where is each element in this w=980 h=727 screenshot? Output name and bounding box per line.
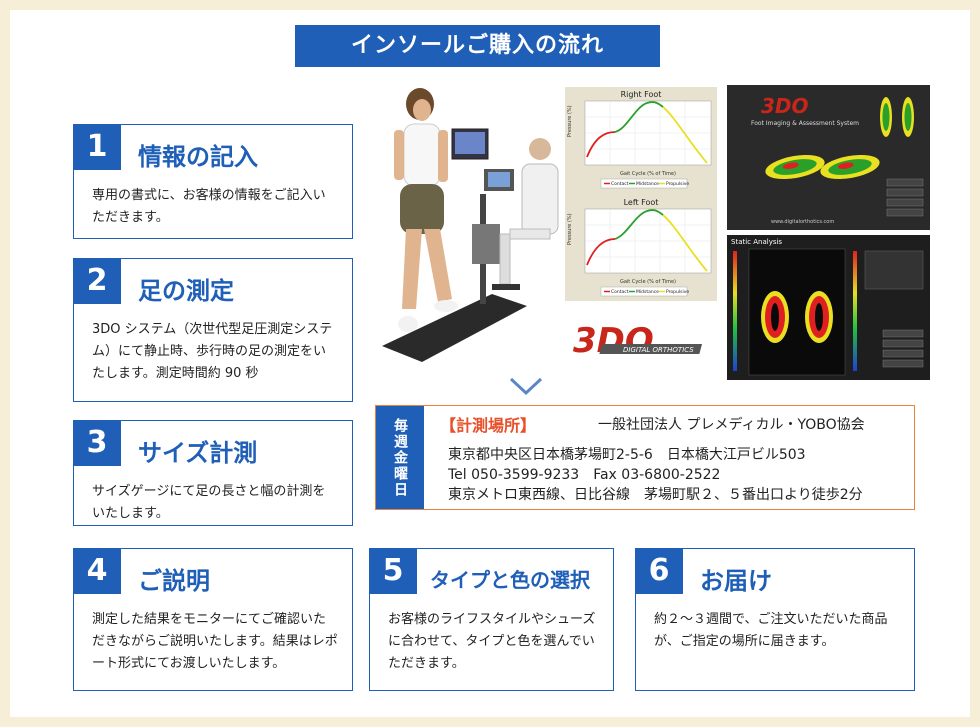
static-analysis-title: Static Analysis	[731, 238, 782, 246]
left-chart-xlabel: Gait Cycle (% of Time)	[620, 279, 676, 285]
step-4-title: ご説明	[138, 567, 210, 595]
static-analysis-screen: Static Analysis	[727, 235, 930, 380]
step-1-description: 専用の書式に、お客様の情報をご記入いただきます。	[92, 188, 326, 225]
right-legend-contact: Contact	[611, 181, 629, 187]
step-1-title: 情報の記入	[138, 143, 258, 171]
left-legend-propulsive: Propulsive	[666, 289, 689, 295]
step-4-description: 測定した結果をモニターにてご確認いただきながらご説明いたします。結果はレポート形…	[92, 612, 338, 671]
left-chart-title: Left Foot	[624, 198, 659, 207]
step-2-description: 3DO システム（次世代型足圧測定システム）にて静止時、歩行時の足の測定をいたし…	[92, 322, 333, 381]
step-1-card: 1 情報の記入 専用の書式に、お客様の情報をご記入いただきます。	[73, 124, 353, 239]
step-6-number: 6	[635, 548, 683, 594]
step-4-card: 4 ご説明 測定した結果をモニターにてご確認いただきながらご説明いたします。結果…	[73, 548, 353, 691]
chevron-down-icon	[509, 377, 543, 396]
venue-address: 東京都中央区日本橋茅場町2-5-6 日本橋大江戸ビル503	[448, 447, 806, 463]
screen-subtitle: Foot Imaging & Assessment System	[751, 120, 859, 127]
screen-logo-text: 3DO	[761, 94, 809, 118]
right-chart-ylabel: Pressure (%)	[567, 105, 573, 137]
screen-url: www.digitalorthotics.com	[771, 219, 834, 225]
left-legend-midstance: Midstance	[636, 289, 659, 295]
right-legend-midstance: Midstance	[636, 181, 659, 187]
right-legend-propulsive: Propulsive	[666, 181, 689, 187]
measurement-photo	[372, 84, 562, 370]
step-5-card: 5 タイプと色の選択 お客様のライフスタイルやシューズに合わせて、タイプと色を選…	[369, 548, 614, 691]
step-3-number: 3	[73, 420, 121, 466]
step-3-description: サイズゲージにて足の長さと幅の計測をいたします。	[92, 484, 326, 521]
right-chart-title: Right Foot	[621, 90, 662, 99]
venue-schedule-tag: 毎週金曜日	[376, 406, 424, 509]
step-1-number: 1	[73, 124, 121, 170]
step-6-title: お届け	[700, 567, 772, 595]
logo-text: 3DO	[573, 321, 654, 361]
right-chart-xlabel: Gait Cycle (% of Time)	[620, 171, 676, 177]
left-legend-contact: Contact	[611, 289, 629, 295]
step-5-title: タイプと色の選択	[430, 568, 590, 592]
step-2-card: 2 足の測定 3DO システム（次世代型足圧測定システム）にて静止時、歩行時の足…	[73, 258, 353, 402]
step-5-number: 5	[369, 548, 417, 594]
step-6-card: 6 お届け 約２～３週間で、ご注文いただいた商品が、ご指定の場所に届きます。	[635, 548, 915, 691]
venue-access: 東京メトロ東西線、日比谷線 茅場町駅２、５番出口より徒歩2分	[448, 487, 863, 503]
venue-info-box: 毎週金曜日 【計測場所】 一般社団法人 プレメディカル・YOBO協会 東京都中央…	[375, 405, 915, 510]
left-chart-ylabel: Pressure (%)	[567, 213, 573, 245]
page-title: インソールご購入の流れ	[295, 25, 660, 67]
venue-organization: 一般社団法人 プレメディカル・YOBO協会	[598, 417, 865, 433]
venue-heading: 【計測場所】	[440, 416, 537, 435]
venue-contact: Tel 050-3599-9233 Fax 03-6800-2522	[448, 467, 721, 483]
step-4-number: 4	[73, 548, 121, 594]
right-foot-chart: Right Foot Pressure (%) Gait Cycle (% of…	[565, 87, 717, 195]
step-6-description: 約２～３週間で、ご注文いただいた商品が、ご指定の場所に届きます。	[654, 612, 888, 649]
left-foot-chart: Left Foot Pressure (%) Gait Cycle (% of …	[565, 195, 717, 301]
step-2-title: 足の測定	[138, 277, 234, 305]
3do-logo: 3DO DIGITAL ORTHOTICS	[567, 318, 715, 362]
step-3-title: サイズ計測	[138, 439, 258, 467]
logo-tagline: DIGITAL ORTHOTICS	[623, 346, 694, 354]
step-2-number: 2	[73, 258, 121, 304]
step-5-description: お客様のライフスタイルやシューズに合わせて、タイプと色を選んでいただきます。	[388, 612, 596, 671]
step-3-card: 3 サイズ計測 サイズゲージにて足の長さと幅の計測をいたします。	[73, 420, 353, 526]
foot-imaging-screen: 3DO Foot Imaging & Assessment System www…	[727, 85, 930, 230]
